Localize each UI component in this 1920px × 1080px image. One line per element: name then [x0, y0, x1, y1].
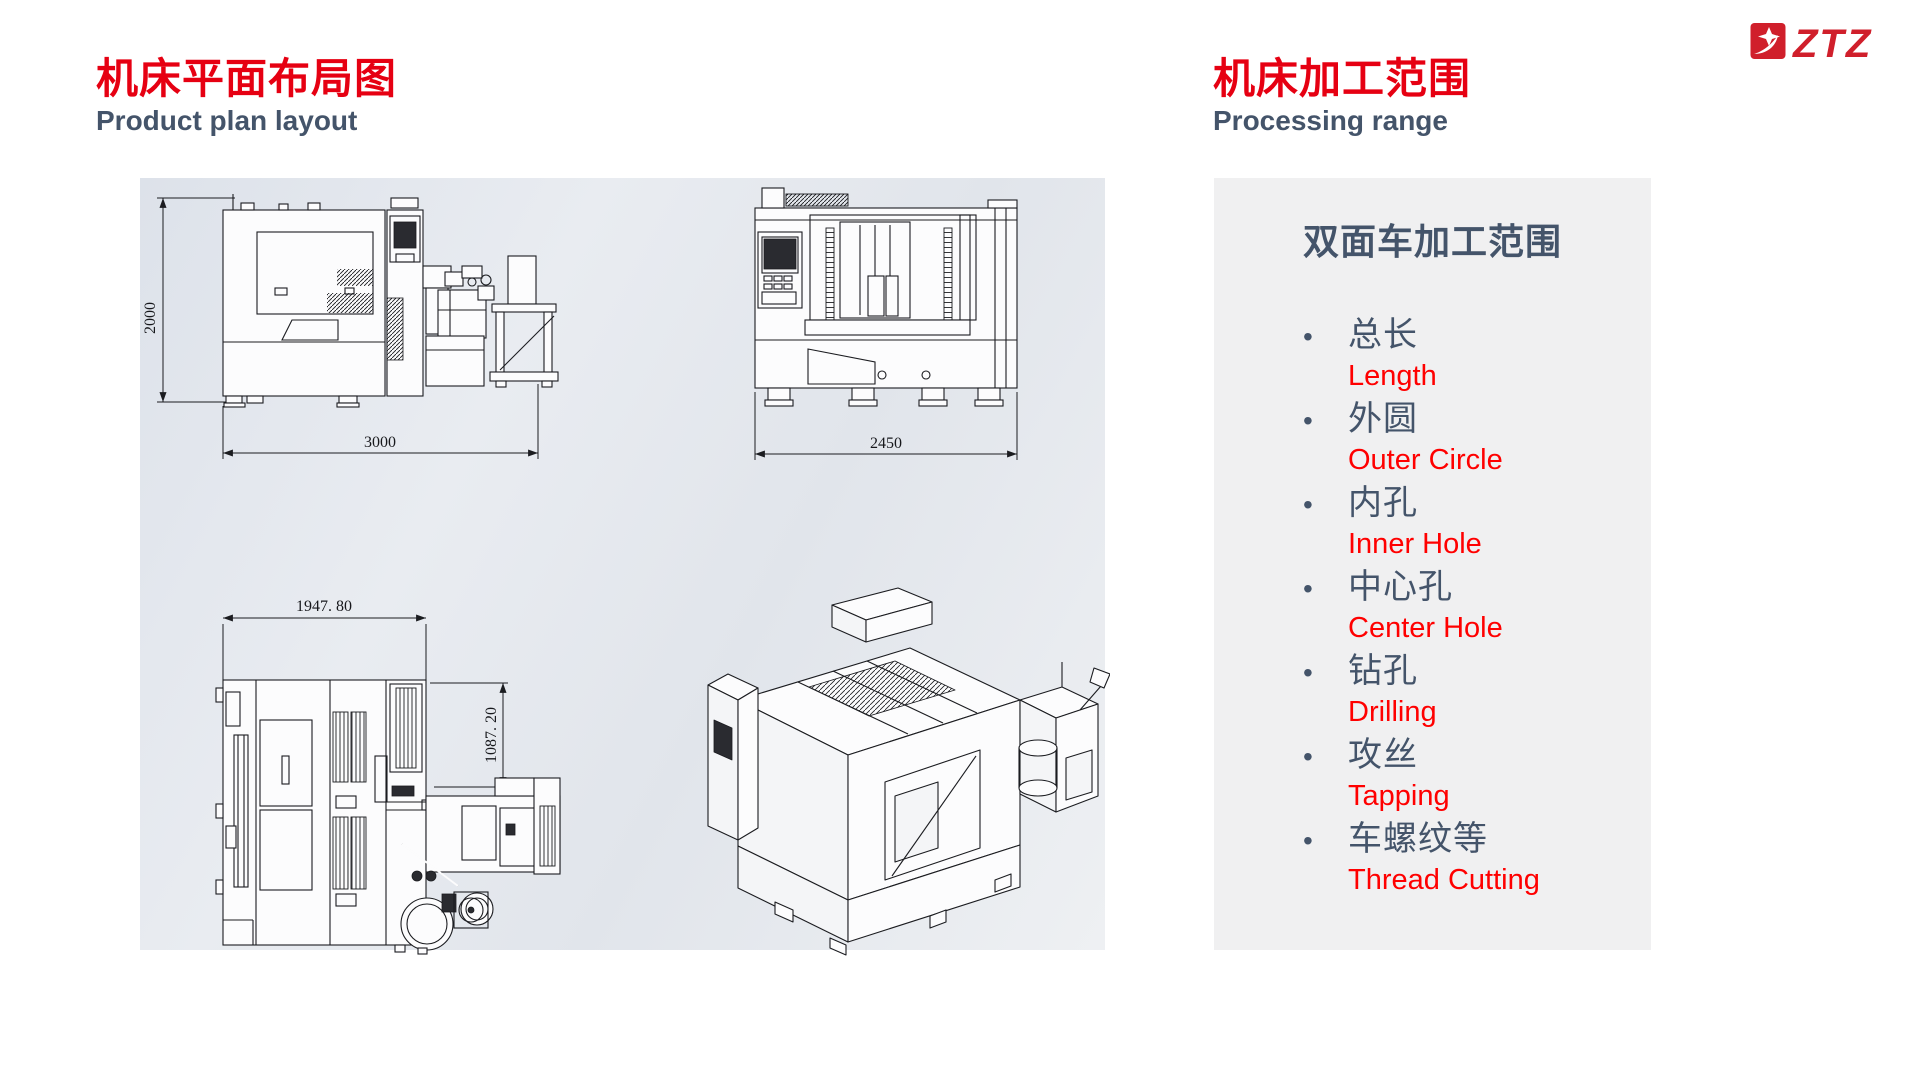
dimension-label: 1087. 20	[483, 707, 500, 763]
process-item-en: Thread Cutting	[1348, 864, 1540, 896]
right-title-en: Processing range	[1213, 105, 1448, 136]
bullet-icon: •	[1303, 489, 1313, 520]
process-item-zh: 钻孔	[1348, 652, 1418, 690]
isometric-view-drawing	[707, 587, 1110, 956]
process-item-zh: 总长	[1348, 316, 1418, 354]
process-item-en: Drilling	[1348, 696, 1437, 728]
process-list: • 总长 Length • 外圆 Outer Circle • 内孔 Inner Hole • 中心…	[1303, 312, 1621, 898]
drawing-panel: 2000 3000	[140, 178, 1110, 956]
bullet-icon: •	[1303, 405, 1313, 436]
front-view-drawing: 2000 3000	[142, 194, 559, 459]
dimension-label: 3000	[364, 434, 396, 451]
process-item-zh: 车螺纹等	[1348, 820, 1488, 858]
list-item: • 外圆 Outer Circle	[1303, 396, 1621, 478]
logo-text: ZTZ	[1793, 21, 1873, 66]
isometric-machine-outline	[707, 587, 1110, 956]
list-item: • 中心孔 Center Hole	[1303, 564, 1621, 646]
side-view-drawing: 2450	[754, 187, 1018, 460]
bullet-icon: •	[1303, 573, 1313, 604]
dimension-lines: 1947. 80 1087. 20	[222, 598, 508, 788]
process-item-zh: 内孔	[1348, 484, 1418, 522]
process-item-zh: 中心孔	[1348, 568, 1453, 606]
list-item: • 钻孔 Drilling	[1303, 648, 1621, 730]
dimension-label: 2450	[870, 435, 902, 452]
process-item-en: Outer Circle	[1348, 444, 1503, 476]
dimension-lines: 2450	[754, 392, 1018, 460]
plan-machine-outline	[215, 679, 561, 955]
bullet-icon: •	[1303, 741, 1313, 772]
process-item-zh: 外圆	[1348, 400, 1418, 438]
bullet-icon: •	[1303, 321, 1313, 352]
process-item-en: Inner Hole	[1348, 528, 1482, 560]
process-item-en: Length	[1348, 360, 1437, 392]
top-view-drawing: 1947. 80 1087. 20	[215, 598, 561, 955]
list-item: • 车螺纹等 Thread Cutting	[1303, 816, 1621, 898]
list-item: • 内孔 Inner Hole	[1303, 480, 1621, 562]
process-item-en: Center Hole	[1348, 612, 1503, 644]
left-title-zh: 机床平面布局图	[96, 55, 398, 102]
dimension-label: 1947. 80	[296, 598, 352, 615]
dimension-lines: 2000 3000	[142, 197, 539, 459]
list-item: • 总长 Length	[1303, 312, 1621, 394]
side-machine-outline	[754, 187, 1018, 407]
brand-logo: ZTZ	[1750, 22, 1872, 65]
process-item-zh: 攻丝	[1348, 736, 1418, 774]
right-title-zh: 机床加工范围	[1213, 55, 1472, 102]
bullet-icon: •	[1303, 657, 1313, 688]
info-panel-heading: 双面车加工范围	[1303, 221, 1563, 262]
right-title-block: 机床加工范围 Processing range	[1213, 56, 1471, 137]
front-machine-outline	[222, 194, 559, 408]
process-item-en: Tapping	[1348, 780, 1450, 812]
dimension-label: 2000	[142, 302, 159, 334]
list-item: • 攻丝 Tapping	[1303, 732, 1621, 814]
bullet-icon: •	[1303, 825, 1313, 856]
left-title-block: 机床平面布局图 Product plan layout	[96, 56, 397, 137]
left-title-en: Product plan layout	[96, 105, 358, 136]
info-panel: 双面车加工范围 • 总长 Length • 外圆 Outer Circle • 内孔 Inner…	[1214, 178, 1651, 950]
star-swoosh-icon	[1750, 22, 1786, 65]
